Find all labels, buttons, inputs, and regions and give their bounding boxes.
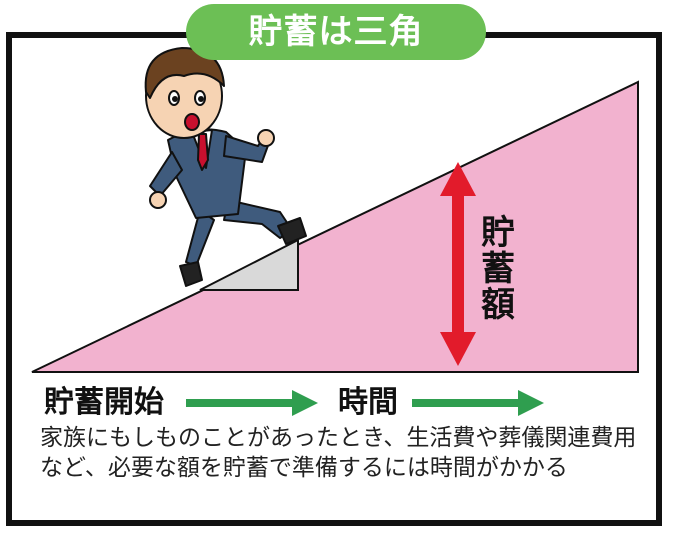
time-label: 時間 — [338, 385, 398, 420]
right-arrow-icon — [412, 390, 544, 416]
description-text: 家族にもしものことがあったとき、生活費や葬儀関連費用など、必要な額を貯蓄で準備す… — [40, 425, 637, 481]
savings-amount-label: 貯蓄額 — [481, 213, 515, 325]
step-block — [199, 238, 299, 291]
double-arrow-icon — [440, 162, 476, 366]
title-banner: 貯蓄は三角 — [186, 4, 486, 60]
savings-triangle — [31, 80, 639, 373]
savings-start-label: 貯蓄開始 — [44, 385, 164, 420]
right-arrow-icon — [186, 390, 318, 416]
businessman-illustration — [144, 47, 307, 287]
